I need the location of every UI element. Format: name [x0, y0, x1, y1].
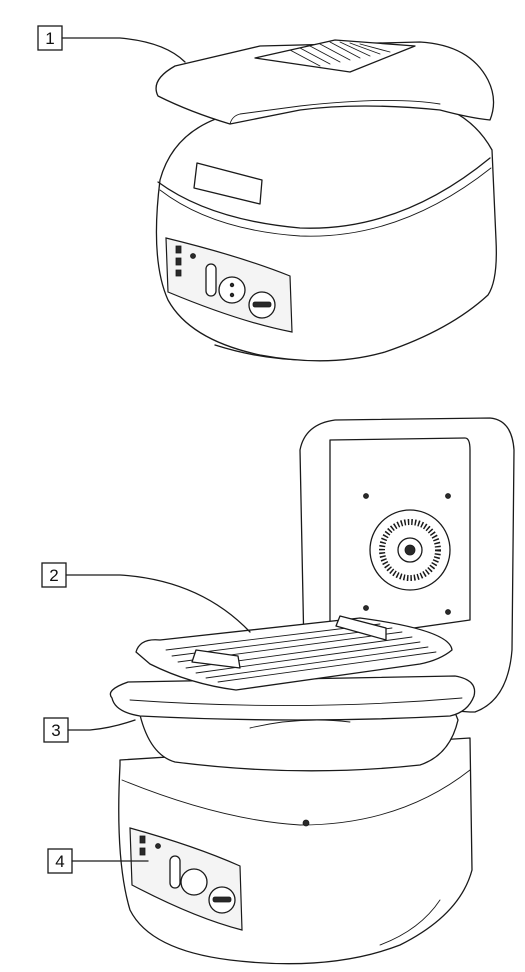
callout-3-box	[43, 717, 69, 743]
fan-center	[404, 544, 416, 556]
callout-1-box	[37, 25, 63, 51]
fan-blades	[379, 519, 441, 581]
callout-3: 3	[43, 717, 136, 743]
lid-screw-b	[445, 493, 451, 499]
panel-icon-a	[175, 245, 182, 254]
panel-dial	[218, 276, 246, 304]
base-panel-icon-b	[139, 847, 146, 856]
panel-indicator	[190, 253, 196, 259]
panel-dial-dot-a	[229, 282, 235, 288]
callout-2: 2	[41, 562, 251, 633]
panel-dial-dot-b	[229, 292, 235, 298]
lid-screw-a	[363, 493, 369, 499]
base-panel-indicator	[155, 843, 161, 849]
base-pin	[302, 819, 310, 827]
base-panel-slider	[169, 855, 181, 889]
lid-screw-c	[363, 605, 369, 611]
callout-3-label: 3	[51, 721, 60, 740]
power-button-bar	[252, 301, 272, 308]
open-appliance	[109, 417, 515, 965]
callout-2-label: 2	[49, 566, 58, 585]
callout-1-label: 1	[45, 29, 54, 48]
grill-rack-handle-back	[335, 615, 387, 641]
base-panel-dial	[180, 868, 208, 896]
callout-4-box	[47, 848, 73, 874]
base-power-button-bar	[212, 896, 232, 903]
grill-rack-handle-front	[191, 649, 241, 669]
callout-4: 4	[47, 848, 149, 874]
panel-icon-b	[175, 257, 182, 266]
callout-4-label: 4	[55, 852, 64, 871]
lid-screw-d	[445, 609, 451, 615]
panel-slider	[205, 263, 217, 297]
panel-icon-c	[175, 269, 182, 277]
lid-vent-grille	[289, 41, 391, 67]
closed-appliance	[155, 39, 497, 362]
callout-2-box	[41, 562, 67, 588]
base-panel-icon-a	[139, 835, 146, 844]
callout-1: 1	[37, 25, 186, 63]
